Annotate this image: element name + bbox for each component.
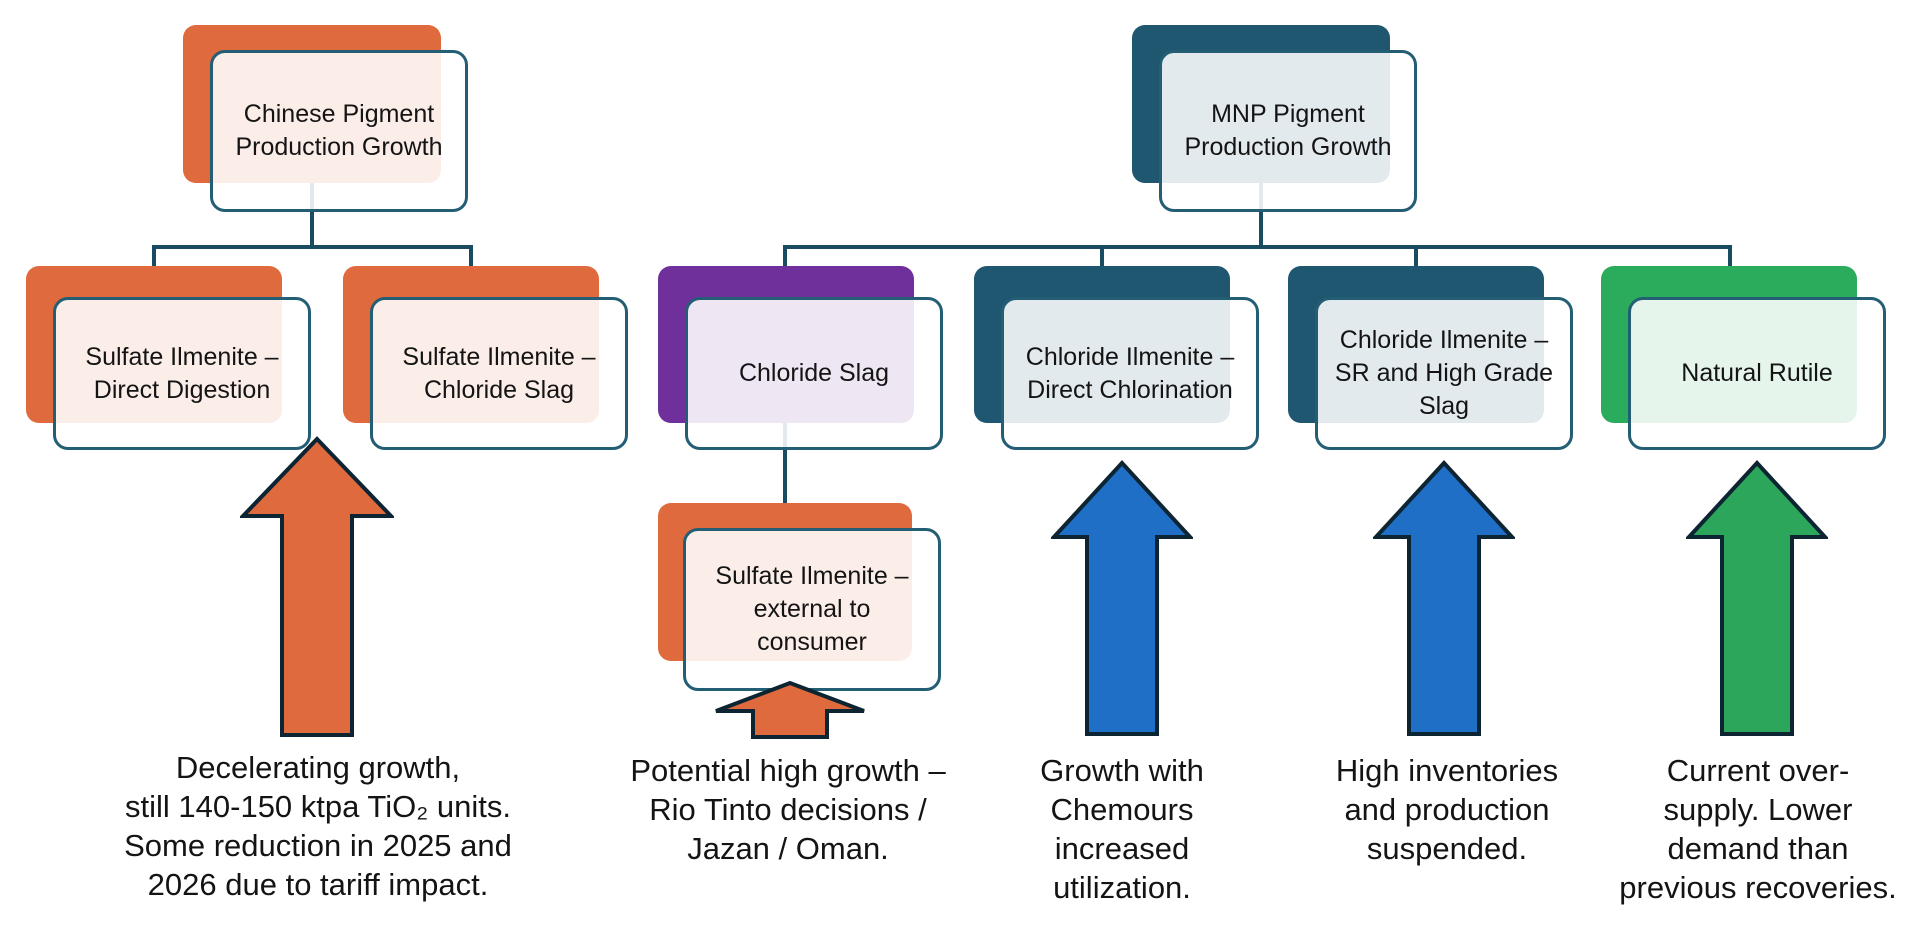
node-label: Chloride Ilmenite – Direct Chlorination: [1025, 342, 1235, 404]
connector-mnp-stub-2: [1100, 245, 1104, 272]
connector-mnp-stub-3: [1414, 245, 1418, 272]
node-body: Chloride Slag: [685, 297, 943, 450]
up-arrow-direct-chlorination: [1051, 460, 1193, 736]
node-body: Chinese Pigment Production Growth: [210, 50, 468, 212]
node-body: MNP Pigment Production Growth: [1159, 50, 1417, 212]
connector-chloride-slag-child: [783, 395, 787, 507]
node-label: Chinese Pigment Production Growth: [235, 100, 443, 161]
node-label: Sulfate Ilmenite – Chloride Slag: [402, 342, 596, 404]
annotation-natural-rutile: Current over- supply. Lower demand than …: [1619, 753, 1897, 905]
node-label: Sulfate Ilmenite – Direct Digestion: [85, 342, 279, 404]
connector-mnp-stub-4: [1728, 245, 1732, 272]
connector-chinese-horizontal: [152, 245, 473, 249]
connector-chinese-stub-left: [152, 245, 156, 272]
arrow-shape: [1373, 460, 1515, 736]
connector-mnp-horizontal: [783, 245, 1732, 249]
connector-mnp-stub-1: [783, 245, 787, 272]
annotation-chloride-slag: Potential high growth – Rio Tinto decisi…: [630, 753, 946, 866]
node-body: Chloride Ilmenite – Direct Chlorination: [1001, 297, 1259, 450]
node-label: Chloride Slag: [738, 359, 890, 387]
node-label: MNP Pigment Production Growth: [1184, 100, 1392, 161]
annotation-sr-slag: High inventories and production suspende…: [1335, 753, 1559, 866]
connector-chinese-stub-right: [469, 245, 473, 272]
arrow-shape: [1686, 460, 1828, 736]
node-body: Sulfate Ilmenite – external to consumer: [683, 528, 941, 691]
annotation-direct-chlorination: Growth with Chemours increased utilizati…: [1040, 753, 1204, 905]
node-label: Sulfate Ilmenite – external to consumer: [715, 562, 909, 656]
arrow-shape: [715, 680, 865, 739]
node-body: Natural Rutile: [1628, 297, 1886, 450]
node-label: Chloride Ilmenite – SR and High Grade Sl…: [1334, 326, 1554, 420]
node-body: Sulfate Ilmenite – Chloride Slag: [370, 297, 628, 450]
up-arrow-sulfate-external: [715, 680, 865, 739]
node-label: Natural Rutile: [1681, 359, 1833, 387]
up-arrow-natural-rutile: [1686, 460, 1828, 736]
up-arrow-sr-slag: [1373, 460, 1515, 736]
node-body: Sulfate Ilmenite – Direct Digestion: [53, 297, 311, 450]
arrow-shape: [1051, 460, 1193, 736]
node-body: Chloride Ilmenite – SR and High Grade Sl…: [1315, 297, 1573, 450]
arrow-shape: [240, 436, 394, 737]
up-arrow-china: [240, 436, 394, 737]
annotation-china: Decelerating growth, still 140-150 ktpa …: [124, 750, 512, 902]
